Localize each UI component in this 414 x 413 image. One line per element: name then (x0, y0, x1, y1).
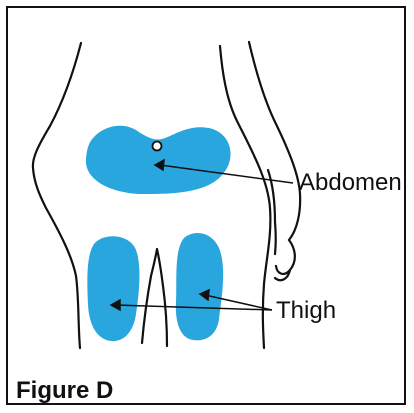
navel (153, 142, 162, 151)
figure-frame: Abdomen Thigh Figure D (6, 6, 406, 405)
hand-outline (275, 240, 295, 280)
abdomen-area (86, 126, 231, 194)
figure-caption: Figure D (16, 377, 113, 404)
thigh-label: Thigh (276, 297, 336, 324)
inner-leg-outline (142, 249, 167, 346)
injection-areas (86, 126, 231, 341)
left-thigh-area (87, 236, 139, 341)
right-thigh-area (176, 233, 223, 340)
abdomen-label: Abdomen (299, 169, 402, 196)
injection-site-diagram: Abdomen Thigh Figure D (8, 8, 408, 407)
left-torso-outline (33, 43, 81, 348)
